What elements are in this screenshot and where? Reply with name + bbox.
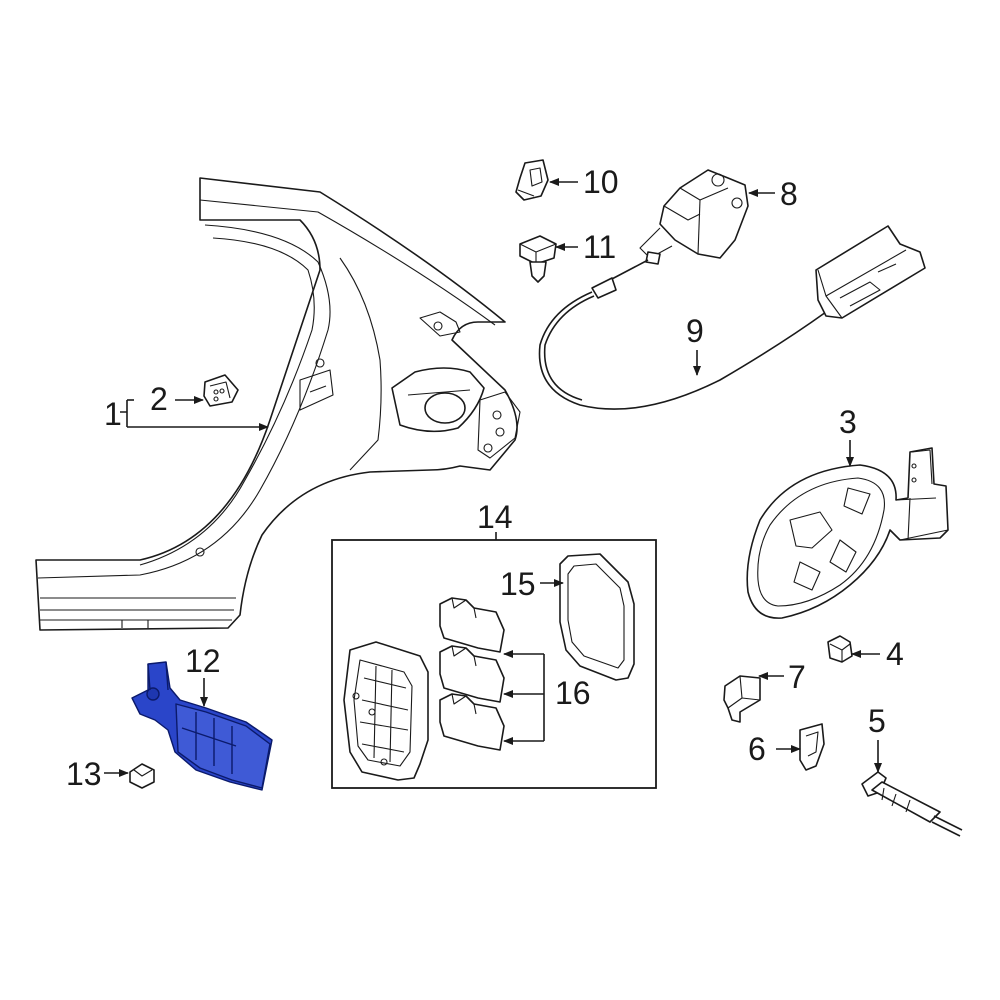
pad-part-16-c[interactable]	[439, 693, 505, 751]
callout-2: 2	[150, 381, 168, 417]
callout-14: 14	[477, 499, 513, 535]
callout-4: 4	[886, 636, 904, 672]
quarter-panel[interactable]	[35, 177, 521, 631]
leader-lines	[104, 178, 882, 777]
clip-part-13[interactable]	[129, 763, 155, 789]
callout-labels: 1 2 10 11 8 9 3 4 7 6 5 12 13 14 15 16	[66, 164, 904, 792]
door-frame[interactable]	[343, 641, 429, 781]
bracket-part-2[interactable]	[203, 374, 239, 407]
push-clip-part-11[interactable]	[519, 235, 557, 283]
fuel-filler-housing-part-3[interactable]	[746, 447, 949, 619]
callout-9: 9	[686, 313, 704, 349]
callout-12: 12	[185, 643, 221, 679]
inset-box-part-14	[331, 539, 657, 789]
callout-8: 8	[780, 176, 798, 212]
callout-5: 5	[868, 703, 886, 739]
callout-10: 10	[583, 164, 619, 200]
pad-part-16-b[interactable]	[439, 645, 505, 703]
callout-6: 6	[748, 731, 766, 767]
clip-part-10[interactable]	[515, 159, 549, 201]
seal-part-15[interactable]	[559, 553, 635, 681]
callout-7: 7	[788, 659, 806, 695]
release-cable-part-9[interactable]	[538, 225, 926, 410]
rod-part-5[interactable]	[861, 771, 963, 837]
bracket-part-7[interactable]	[723, 675, 761, 723]
highlighted-bracket-part-12[interactable]	[131, 661, 273, 791]
callout-1: 1	[104, 396, 122, 432]
hinge-clip-part-6[interactable]	[799, 723, 825, 771]
callout-16: 16	[555, 675, 591, 711]
callout-11: 11	[583, 229, 616, 265]
actuator-part-8[interactable]	[639, 169, 749, 265]
callout-3: 3	[839, 404, 857, 440]
pad-part-16-a[interactable]	[439, 597, 505, 653]
callout-13: 13	[66, 756, 102, 792]
fastener-part-4[interactable]	[827, 635, 853, 663]
callout-15: 15	[500, 566, 536, 602]
